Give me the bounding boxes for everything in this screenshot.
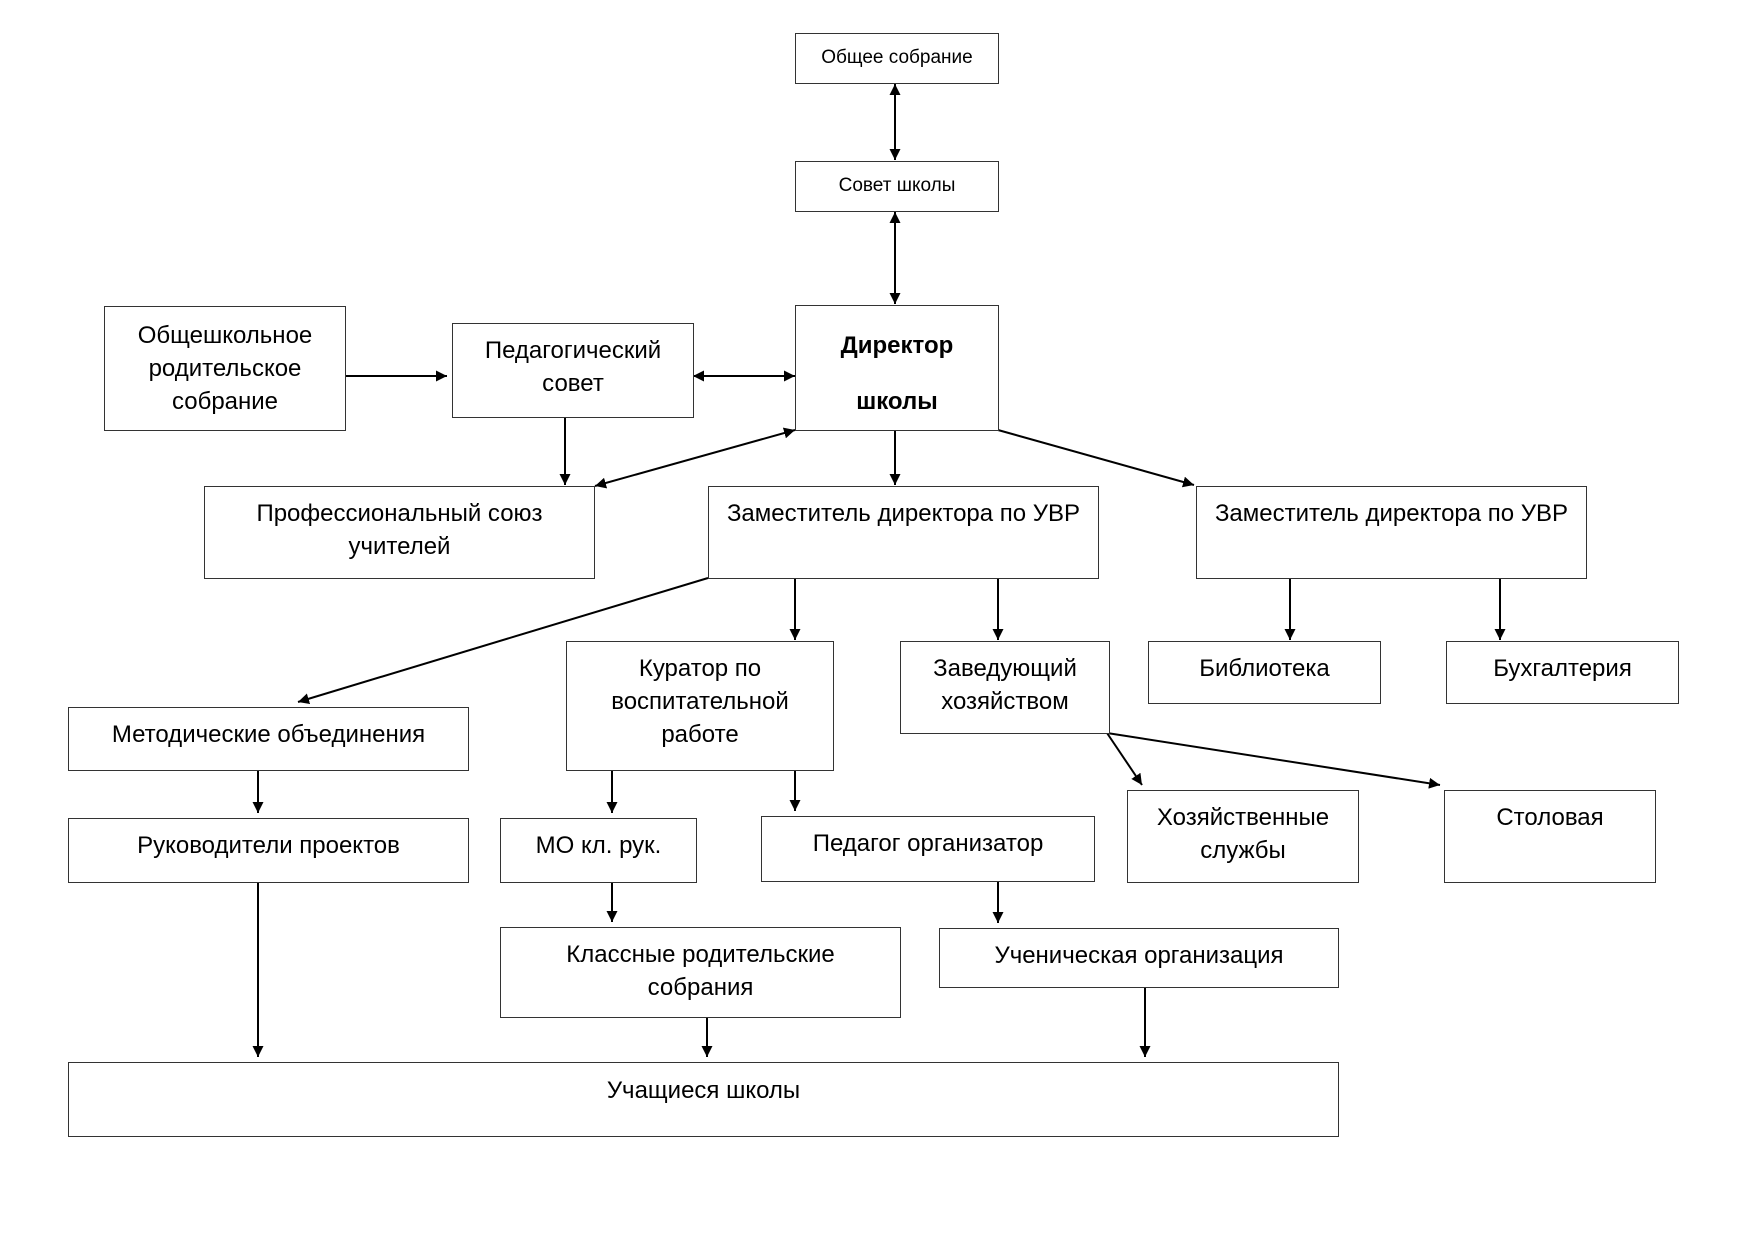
node-students: Учащиеся школы [68, 1062, 1339, 1137]
node-deputy-right: Заместитель директора по УВР [1196, 486, 1587, 579]
node-parent-meeting-label: Общешкольное родительское собрание [137, 321, 313, 416]
node-method-unions: Методические объединения [68, 707, 469, 771]
node-accounting: Бухгалтерия [1446, 641, 1679, 704]
arrow-household-services [1106, 732, 1143, 786]
node-household-head: Заведующий хозяйством [900, 641, 1110, 734]
node-general-meeting: Общее собрание [795, 33, 999, 84]
node-class-parent-meetings-label: Классные родительские собрания [566, 941, 835, 1002]
node-household-services: Хозяйственные службы [1127, 790, 1359, 883]
node-ped-council: Педагогический совет [452, 323, 694, 418]
node-students-label: Учащиеся школы [606, 1077, 801, 1104]
node-ped-council-label: Педагогический совет [484, 337, 662, 398]
node-mo-class: МО кл. рук. [500, 818, 697, 883]
node-student-org: Ученическая организация [939, 928, 1339, 988]
node-household-services-label: Хозяйственные службы [1156, 804, 1330, 865]
node-canteen-label: Столовая [1496, 804, 1604, 831]
node-curator-label: Куратор по воспитательной работе [611, 655, 789, 749]
node-director-label-1: Директор [840, 332, 954, 359]
node-parent-meeting: Общешкольное родительское собрание [104, 306, 346, 431]
node-deputy-center: Заместитель директора по УВР [708, 486, 1099, 579]
node-accounting-label: Бухгалтерия [1493, 655, 1632, 682]
node-mo-class-label: МО кл. рук. [535, 832, 662, 859]
node-household-head-label: Заведующий хозяйством [933, 655, 1077, 716]
node-school-council-label: Совет школы [838, 175, 956, 197]
node-curator: Куратор по воспитательной работе [566, 641, 834, 771]
node-ped-organizer: Педагог организатор [761, 816, 1095, 882]
node-deputy-center-label: Заместитель директора по УВР [726, 500, 1081, 527]
node-student-org-label: Ученическая организация [994, 942, 1284, 969]
arrow-director-deputy-right [997, 429, 1195, 488]
node-ped-organizer-label: Педагог организатор [812, 830, 1044, 857]
node-director-label-2: школы [856, 388, 938, 416]
node-library-label: Библиотека [1199, 655, 1330, 682]
node-trade-union: Профессиональный союз учителей [204, 486, 595, 579]
node-trade-union-label: Профессиональный союз учителей [256, 500, 543, 561]
node-project-leaders-label: Руководители проектов [137, 832, 400, 859]
arrow-director-union [594, 427, 796, 489]
node-school-council: Совет школы [795, 161, 999, 212]
node-method-unions-label: Методические объединения [111, 721, 426, 748]
node-canteen: Столовая [1444, 790, 1656, 883]
node-library: Библиотека [1148, 641, 1381, 704]
node-project-leaders: Руководители проектов [68, 818, 469, 883]
node-director: Директор школы [795, 305, 999, 431]
node-deputy-right-label: Заместитель директора по УВР [1214, 500, 1569, 527]
node-general-meeting-label: Общее собрание [821, 47, 973, 69]
arrow-household-canteen [1106, 732, 1441, 789]
arrow-deputy-methodunions [297, 577, 709, 705]
node-class-parent-meetings: Классные родительские собрания [500, 927, 901, 1018]
